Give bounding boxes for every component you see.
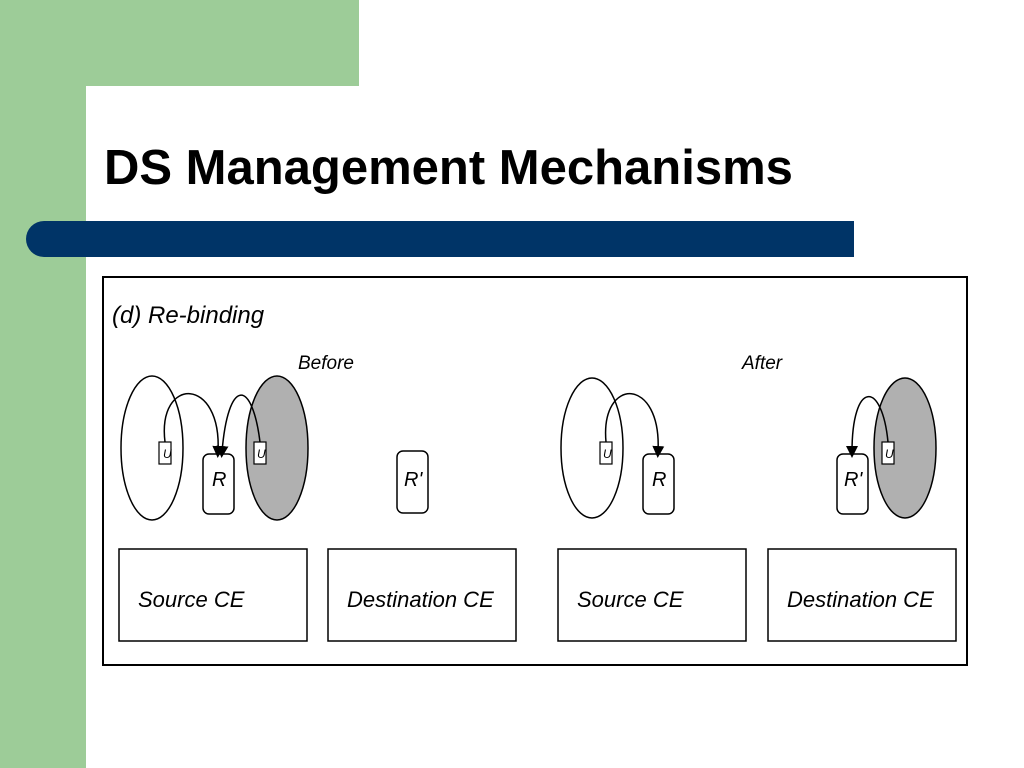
before-destination-unit-letter: U [257, 447, 266, 461]
before-resource-r-label: R [212, 469, 226, 491]
before-source-ce-label: Source CE [138, 587, 245, 612]
before-binding-destination-to-r [216, 394, 261, 458]
diagram-canvas: (d) Re-binding Before U U R R' Source CE… [102, 276, 968, 666]
after-destination-ce-label: Destination CE [787, 587, 934, 612]
after-source-ce-box [557, 548, 747, 642]
before-source-unit-letter: U [163, 447, 172, 461]
diagram-caption: (d) Re-binding [112, 302, 265, 329]
after-destination-unit-letter: U [885, 447, 894, 461]
after-source-unit-outline [560, 377, 624, 519]
before-label: Before [298, 353, 354, 374]
before-resource-r-prime [396, 450, 429, 514]
background-green-top [0, 0, 359, 86]
before-resource-r-prime-label: R' [404, 469, 423, 491]
before-destination-ce-box [327, 548, 517, 642]
after-source-ce-label: Source CE [577, 587, 684, 612]
before-destination-unit-outline [245, 375, 309, 521]
after-resource-r-prime-label: R' [844, 469, 863, 491]
before-binding-source-to-r [163, 392, 225, 458]
after-destination-ce-box [767, 548, 957, 642]
after-source-unit-letter: U [603, 447, 612, 461]
before-destination-ce-label: Destination CE [347, 587, 494, 612]
before-source-ce-box [118, 548, 308, 642]
after-destination-unit-outline [873, 377, 937, 519]
background-green-side [0, 0, 86, 768]
after-label: After [741, 353, 783, 374]
rebinding-diagram: (d) Re-binding Before U U R R' Source CE… [102, 276, 968, 666]
before-source-unit-outline [120, 375, 184, 521]
after-binding-destination-to-r-prime [846, 396, 889, 458]
title-underline-bar [26, 221, 854, 257]
after-resource-r-label: R [652, 469, 666, 491]
slide-title: DS Management Mechanisms [104, 141, 793, 195]
after-binding-source-to-r [604, 392, 665, 458]
